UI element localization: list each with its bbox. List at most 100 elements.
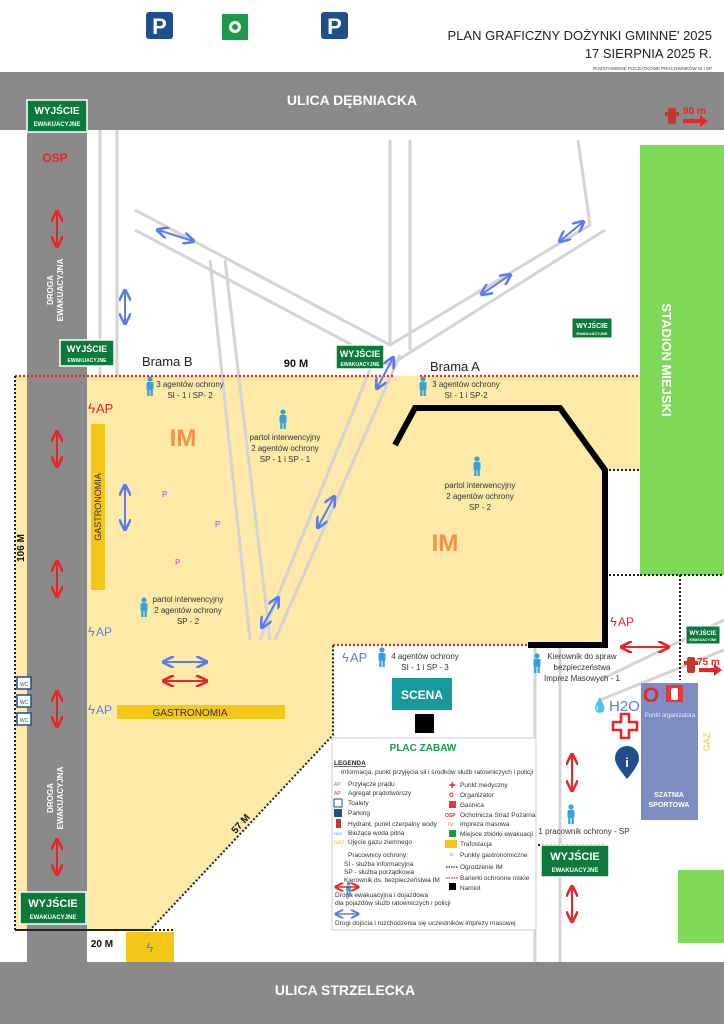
svg-text:Barierki ochronne niskie: Barierki ochronne niskie: [460, 875, 530, 882]
distance-90M: 90 M: [284, 358, 308, 370]
stadium: [640, 145, 724, 575]
low-barriers: [15, 374, 640, 647]
svg-text:Punkt medyczny: Punkt medyczny: [460, 782, 508, 789]
svg-text:WYJŚCIE: WYJŚCIE: [340, 348, 381, 359]
svg-text:EWAKUACYJNA: EWAKUACYJNA: [56, 766, 65, 829]
svg-text:ϟ: ϟ: [88, 702, 95, 717]
svg-text:Toalety: Toalety: [348, 800, 369, 807]
svg-text:AP: AP: [96, 401, 113, 416]
road-top: [0, 72, 724, 130]
svg-text:Gaśnica: Gaśnica: [460, 802, 484, 809]
svg-text:Bieżąca woda pitna: Bieżąca woda pitna: [348, 830, 405, 837]
svg-text:Pracownicy ochrony:: Pracownicy ochrony:: [348, 852, 408, 859]
svg-text:ϟ: ϟ: [88, 624, 95, 639]
medical-point-icon: [611, 712, 639, 740]
svg-text:WC: WC: [20, 682, 29, 688]
svg-text:IM: IM: [448, 822, 454, 828]
hydrant-top: [665, 108, 679, 124]
svg-text:ϟ: ϟ: [88, 400, 96, 416]
svg-text:Droga ewakuacyjna i dojazdowa: Droga ewakuacyjna i dojazdowa: [335, 892, 429, 899]
gas-intake-label: GAZ: [702, 732, 712, 751]
svg-text:O: O: [449, 793, 454, 799]
svg-text:AP: AP: [334, 782, 341, 788]
svg-text:partol interwencyjny: partol interwencyjny: [153, 595, 224, 604]
svg-text:EWAKUACYJNE: EWAKUACYJNE: [34, 122, 81, 128]
page-title: PLAN GRAFICZNY DOŻYNKI GMINNE' 2025: [448, 28, 712, 43]
gate-a-label: Brama A: [430, 359, 480, 374]
svg-text:AP: AP: [350, 650, 367, 665]
transformer-station: ϟ: [126, 932, 174, 962]
event-area: [15, 376, 640, 930]
svg-text:Impreza masowa: Impreza masowa: [460, 821, 510, 828]
assembly-point-icon: [222, 14, 248, 40]
organizer-icon: O: [643, 684, 659, 707]
fire-extinguisher-icon: [666, 685, 683, 702]
svg-text:Organizator: Organizator: [460, 792, 495, 799]
gastronomy-vertical: [91, 424, 105, 590]
green-area: [678, 870, 724, 943]
svg-text:WC: WC: [20, 700, 29, 706]
legend-left-column: Przyłącze prądu Agregat prądotwórczy Toa…: [333, 781, 516, 927]
legend: PLAC ZABAW LEGENDA Informacja, punkt prz…: [331, 737, 537, 931]
svg-text:DROGA: DROGA: [46, 275, 55, 305]
gastronomy-horizontal-label: GASTRONOMIA: [152, 708, 227, 719]
svg-text:EWAKUACYJNE: EWAKUACYJNE: [68, 358, 108, 364]
toilets: WC WC WC: [16, 676, 32, 726]
svg-text:2 agentów ochrony: 2 agentów ochrony: [251, 444, 319, 453]
exit-sign-left-mid: WYJŚCIE EWAKUACYJNE: [59, 339, 115, 367]
svg-text:dla pojazdów służb ratowniczyc: dla pojazdów służb ratowniczych i policj…: [335, 900, 451, 907]
svg-text:Hydrant, punkt czerpalny wody: Hydrant, punkt czerpalny wody: [348, 821, 438, 828]
svg-text:OSP: OSP: [445, 813, 456, 819]
svg-text:ϟ: ϟ: [610, 614, 617, 629]
svg-text:i: i: [625, 755, 629, 770]
svg-text:WYJŚCIE: WYJŚCIE: [67, 343, 108, 354]
drinking-water-label: H2O: [609, 698, 640, 715]
svg-text:Kierownik do spraw: Kierownik do spraw: [547, 652, 617, 661]
arrow-right-90m: [683, 115, 708, 127]
svg-text:EWAKUACYJNA: EWAKUACYJNA: [56, 258, 65, 321]
tent: [415, 714, 434, 733]
svg-text:WC: WC: [20, 718, 29, 724]
svg-text:partol interwencyjny: partol interwencyjny: [445, 481, 516, 490]
svg-text:Ochotnicza Straż Pożarna: Ochotnicza Straż Pożarna: [460, 812, 536, 819]
stadium-label: STADION MIEJSKI: [659, 303, 674, 416]
parking-sign-1: P: [146, 12, 173, 39]
svg-text:Ogrodzenie IM: Ogrodzenie IM: [460, 864, 503, 871]
organizer-point-label: Punkt organizatora: [645, 713, 696, 719]
im-label-right: IM: [432, 530, 459, 557]
svg-text:4 agentów ochrony: 4 agentów ochrony: [391, 652, 459, 661]
svg-text:P: P: [152, 14, 167, 39]
svg-text:partol interwencyjny: partol interwencyjny: [250, 433, 321, 442]
svg-text:Drogi dojścia i rozchodzenia s: Drogi dojścia i rozchodzenia się uczestn…: [335, 920, 516, 927]
svg-text:Informacja, punkt przyjęcia si: Informacja, punkt przyjęcia sił i środkó…: [341, 769, 533, 776]
changing-room-label-2: SPORTOWA: [649, 802, 690, 809]
svg-text:H2O: H2O: [334, 831, 342, 836]
svg-text:SP - służba porządkowa: SP - służba porządkowa: [344, 869, 414, 876]
road-bottom-label: ULICA STRZELECKA: [275, 982, 415, 998]
svg-text:SP - 2: SP - 2: [469, 503, 492, 512]
evac-road-label-lower: DROGA EWAKUACYJNA: [46, 766, 65, 829]
playground-label: PLAC ZABAW: [390, 743, 457, 754]
gate-b-label: Brama B: [142, 354, 193, 369]
staff-post-8: 1 pracownik ochrony - SP: [538, 804, 630, 836]
svg-text:Punkty gastronomiczne: Punkty gastronomiczne: [460, 852, 528, 859]
road-top-label: ULICA DĘBNIACKA: [287, 92, 417, 108]
svg-text:Przyłącze prądu: Przyłącze prądu: [348, 781, 395, 788]
arrow-right-75m: [699, 664, 722, 676]
distance-106M: 106 M: [16, 534, 27, 562]
svg-text:✚: ✚: [449, 781, 456, 790]
page-subtitle: ROZSTAWIENIE POCZĄTKOWE PRACOWNIKÓW SI I…: [593, 65, 712, 71]
svg-text:Kierownik ds. bezpieczeństwa I: Kierownik ds. bezpieczeństwa IM: [344, 877, 440, 884]
